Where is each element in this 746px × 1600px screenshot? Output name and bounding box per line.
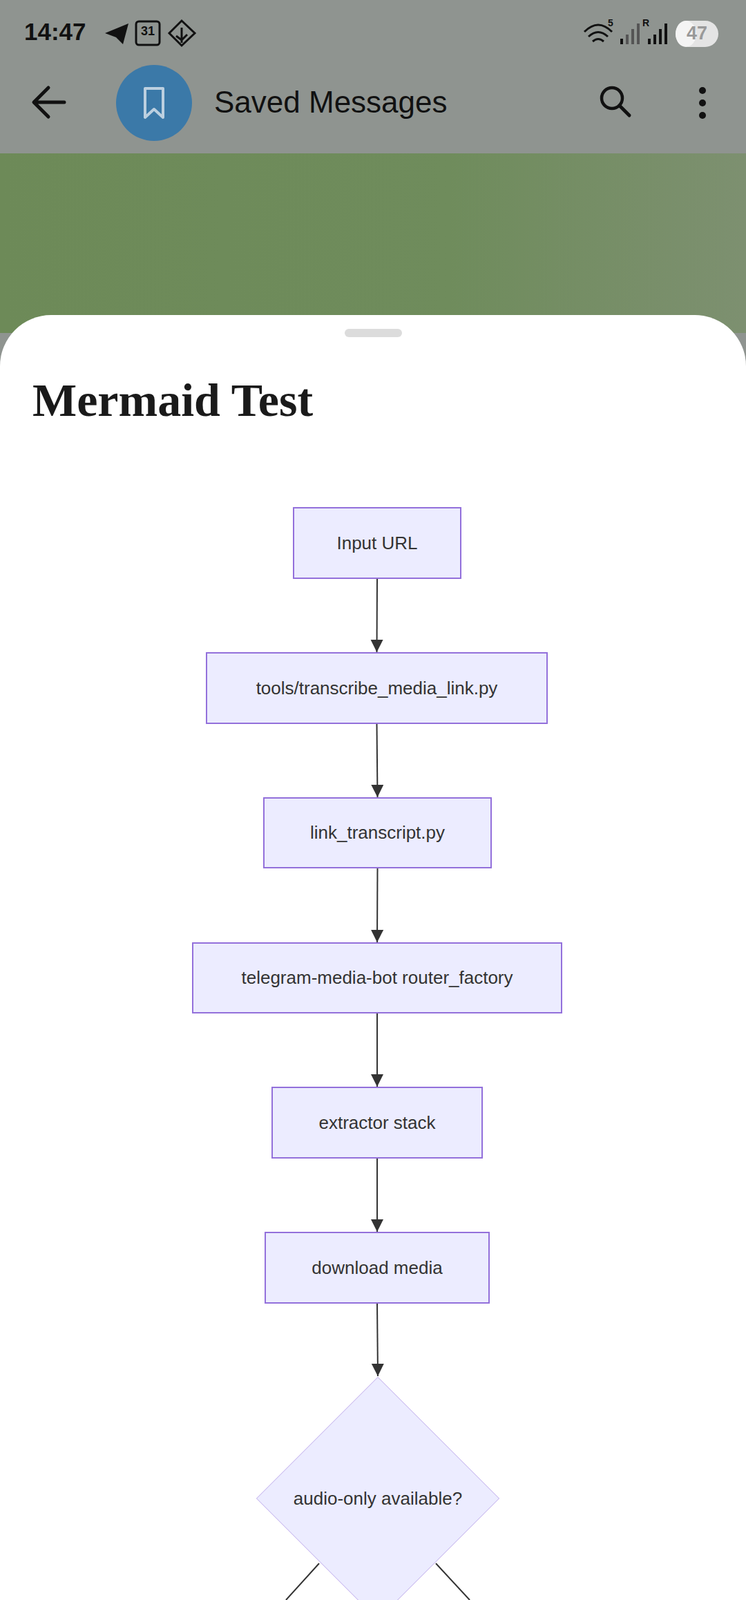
signal-bar xyxy=(620,38,624,45)
flow-arrow xyxy=(376,1013,378,1087)
flow-arrow xyxy=(376,1158,378,1232)
node-label: Input URL xyxy=(336,532,418,554)
sheet-handle xyxy=(344,328,403,338)
process-box: download media xyxy=(264,1231,490,1304)
signal-bar xyxy=(658,29,662,45)
bookmark-icon xyxy=(145,88,164,118)
flow-arrow xyxy=(377,1303,378,1376)
node-label: tools/transcribe_media_link.py xyxy=(256,677,499,700)
process-box: extractor stack xyxy=(271,1086,483,1159)
battery-icon xyxy=(675,20,719,47)
network-tag: 5 xyxy=(607,17,614,29)
chat-title: Saved Messages xyxy=(214,85,448,119)
status-time: 14:47 xyxy=(24,18,87,46)
node-label: audio-only available? xyxy=(293,1487,463,1510)
node-text-group: audio-only available? xyxy=(293,1487,463,1510)
signal-bar xyxy=(647,38,651,45)
battery-level-text: 47 xyxy=(675,23,719,45)
avatar-circle xyxy=(116,64,193,141)
chat-wallpaper xyxy=(0,153,746,333)
signal-bar xyxy=(631,29,635,45)
node-text-group: extractor stack xyxy=(318,1112,436,1134)
node-label: link_transcript.py xyxy=(310,821,445,844)
branch-line xyxy=(435,1563,470,1600)
flow-arrow xyxy=(376,578,379,653)
branch-line xyxy=(285,1563,320,1600)
calendar-date: 31 xyxy=(136,24,160,39)
roaming-tag: R xyxy=(642,17,650,29)
menu-dot xyxy=(699,99,706,107)
node-text-group: Input URL xyxy=(336,532,418,554)
node-text-group: download media xyxy=(311,1257,443,1279)
sheet-title: Mermaid Test xyxy=(32,373,313,428)
signal-bar xyxy=(636,23,640,45)
app-icon xyxy=(169,20,195,46)
flow-arrow xyxy=(377,723,378,798)
decision-diamond: audio-only available? xyxy=(255,1375,501,1600)
node-text-group: link_transcript.py xyxy=(310,821,445,844)
process-box: link_transcript.py xyxy=(263,797,492,869)
signal-bar xyxy=(653,34,657,45)
node-label: telegram-media-bot router_factory xyxy=(241,967,513,989)
node-text-group: telegram-media-bot router_factory xyxy=(241,967,513,989)
node-text-group: tools/transcribe_media_link.py xyxy=(256,677,499,700)
menu-dot xyxy=(699,111,706,119)
process-box: telegram-media-bot router_factory xyxy=(192,942,563,1014)
process-box: tools/transcribe_media_link.py xyxy=(205,652,548,724)
telegram-icon xyxy=(104,23,129,45)
process-box: Input URL xyxy=(292,507,462,579)
signal-bar xyxy=(664,23,668,45)
node-label: extractor stack xyxy=(318,1112,436,1134)
flow-arrow xyxy=(376,868,379,943)
menu-dot xyxy=(699,87,706,94)
node-label: download media xyxy=(311,1257,443,1279)
calendar-icon xyxy=(136,21,160,45)
signal-bar xyxy=(625,34,629,45)
search-handle xyxy=(619,105,630,116)
status-icons xyxy=(0,0,746,332)
app-icon-detail xyxy=(176,27,188,43)
back-arrow xyxy=(33,87,65,117)
app-header xyxy=(0,0,746,154)
